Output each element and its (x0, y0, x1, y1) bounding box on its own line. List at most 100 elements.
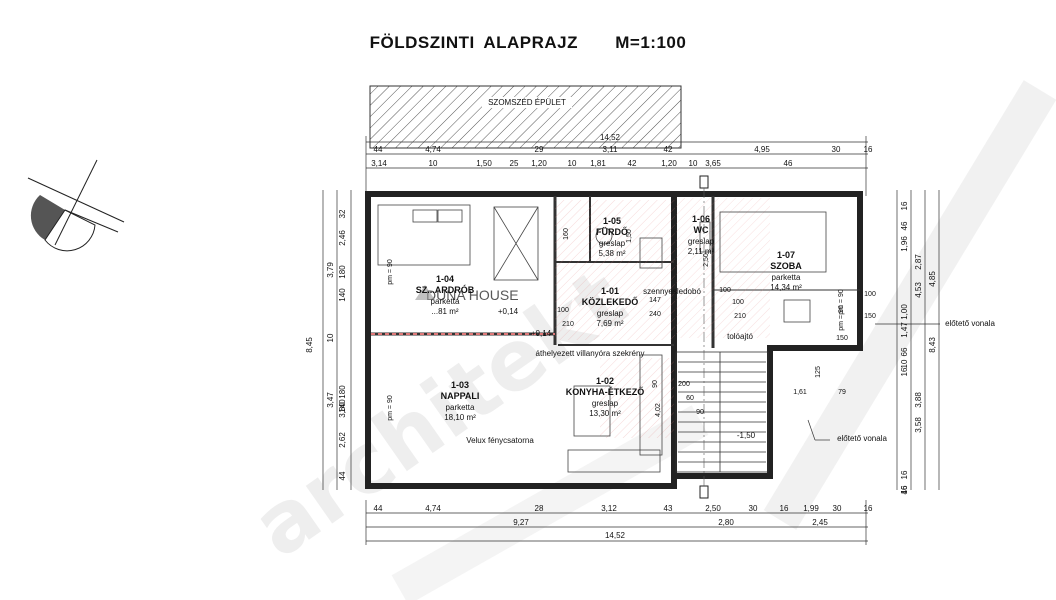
opening-label-20: 4,02 (655, 403, 662, 417)
room-103-id: 1-03 (451, 380, 469, 390)
opening-label-17: 200 (678, 381, 690, 388)
room-102-area: 13,30 m² (589, 409, 621, 418)
opening-label-10: 100 (719, 287, 731, 294)
neighbor-label: SZOMSZÉD ÉPÜLET (488, 98, 566, 107)
bottom-dim-1-3: 3,12 (601, 504, 617, 513)
undefined-2: 3,47 (326, 392, 335, 408)
left-inner-2: 180 (338, 265, 347, 279)
opening-label-9: 210 (562, 321, 574, 328)
room-102-id: 1-02 (596, 376, 614, 386)
room-105-id: 1-05 (603, 216, 621, 226)
plan-title-text: FÖLDSZINTI ALAPRAJZ (369, 33, 579, 52)
opening-label-11: 210 (734, 313, 746, 320)
room-104-floor: parketta (431, 297, 460, 306)
top-dim-3-8: 1,20 (661, 159, 677, 168)
room-101-name: KÖZLEKEDŐ (582, 296, 639, 307)
room-101-area: 7,69 m² (596, 319, 623, 328)
right-inner-6: 10 (900, 359, 909, 368)
right-inner-2: 1,96 (900, 236, 909, 252)
opening-label-4: 90 (652, 380, 659, 388)
eloteto-label-1: előtető vonala (945, 319, 995, 328)
room-107-name: SZOBA (770, 261, 802, 271)
right-inner-9: 46 (900, 485, 909, 494)
top-dim-3-2: 1,50 (476, 159, 492, 168)
right-mid-3: 3,58 (914, 417, 923, 433)
right-mid-2: 3,88 (914, 392, 923, 408)
bottom-dim-1-0: 44 (374, 504, 383, 513)
top-dim-3-1: 10 (429, 159, 438, 168)
opening-label-2: pm = 90 (838, 289, 845, 315)
level-mark-3: -1,50 (737, 431, 756, 440)
opening-label-1: pm = 90 (387, 395, 394, 421)
level-mark-1: +0,14 (498, 307, 519, 316)
bottom-dim-1-6: 30 (749, 504, 758, 513)
right-inner-1: 46 (900, 221, 909, 230)
left-inner-4: 3,80 (338, 402, 347, 418)
top-dim-2-3: 3,11 (603, 145, 619, 154)
toilet-icon (639, 237, 663, 269)
north-arrow-icon (27, 159, 125, 252)
brand-logo-icon (415, 285, 435, 300)
right-inner-5: 66 (900, 347, 909, 356)
opening-label-15: 79 (838, 389, 846, 396)
neighbor-building: SZOMSZÉD ÉPÜLET (369, 85, 682, 149)
desk-icon (783, 299, 811, 323)
bottom-dim-1-2: 28 (535, 504, 544, 513)
level-mark-2: +0,14 (531, 329, 552, 338)
room-105-area: 5,38 m² (598, 249, 625, 258)
room-106-area: 2,11 m² (688, 247, 715, 256)
section-marks (699, 175, 709, 499)
right-inner-0: 16 (900, 201, 909, 210)
top-dim-3-0: 3,14 (371, 159, 387, 168)
room-106-id: 1-06 (692, 214, 710, 224)
opening-label-23: 1,50 (626, 229, 633, 243)
room-105-name: FÜRDŐ (596, 226, 628, 237)
plan-scale: M=1:100 (615, 33, 687, 52)
opening-label-21: 2,50 (703, 253, 710, 267)
bottom-dim-1-5: 2,50 (705, 504, 721, 513)
room-101-id: 1-01 (601, 286, 619, 296)
stairs (675, 351, 769, 473)
opening-label-19: 90 (696, 409, 704, 416)
bottom-dim-1-7: 16 (780, 504, 789, 513)
left-overall-dim: 8,45 (305, 337, 314, 353)
bottom-dimensions (365, 500, 868, 545)
opening-label-14: 125 (815, 366, 822, 378)
left-inner-0: 32 (338, 209, 347, 218)
top-dim-3-7: 42 (628, 159, 637, 168)
room-105-floor: greslap (599, 239, 626, 248)
top-dim-2-2: 29 (535, 145, 544, 154)
watermark-brand: DUNA HOUSE (426, 287, 519, 303)
right-dim-outer: 4,858,43 (928, 271, 937, 353)
opening-label-6: 100 (732, 299, 744, 306)
left-inner-8: 140 (338, 399, 347, 413)
wardrobe-icon (493, 206, 539, 281)
top-dimensions (365, 136, 868, 196)
bottom-dim-1-10: 16 (864, 504, 873, 513)
kitchen-counter (567, 449, 661, 473)
left-inner-7: 180 (338, 385, 347, 399)
opening-label-12: 147 (649, 297, 661, 304)
room-103-name: NAPPALI (441, 391, 480, 401)
opening-label-22: 160 (563, 228, 570, 240)
opening-label-13: 240 (649, 311, 661, 318)
top-overall-dim: 14,52 (600, 133, 621, 142)
velux-label: Velux fénycsatorna (466, 436, 534, 445)
room-106-name: WC (694, 225, 709, 235)
right-mid-0: 2,87 (914, 254, 923, 270)
top-dim-2-0: 44 (374, 145, 383, 154)
plan-title: FÖLDSZINTI ALAPRAJZ M=1:100 (0, 33, 1056, 53)
bed-icon-2 (719, 211, 827, 273)
top-dim-2-4: 42 (664, 145, 673, 154)
opening-label-5: 100 (557, 307, 569, 314)
room-104-area: ...81 m² (431, 307, 458, 316)
villanyora-label: áthelyezett villanyóra szekrény (536, 349, 645, 358)
room-102-floor: greslap (592, 399, 619, 408)
room-107-area: 14,34 m² (770, 283, 802, 292)
right-outer-1: 8,43 (928, 337, 937, 353)
